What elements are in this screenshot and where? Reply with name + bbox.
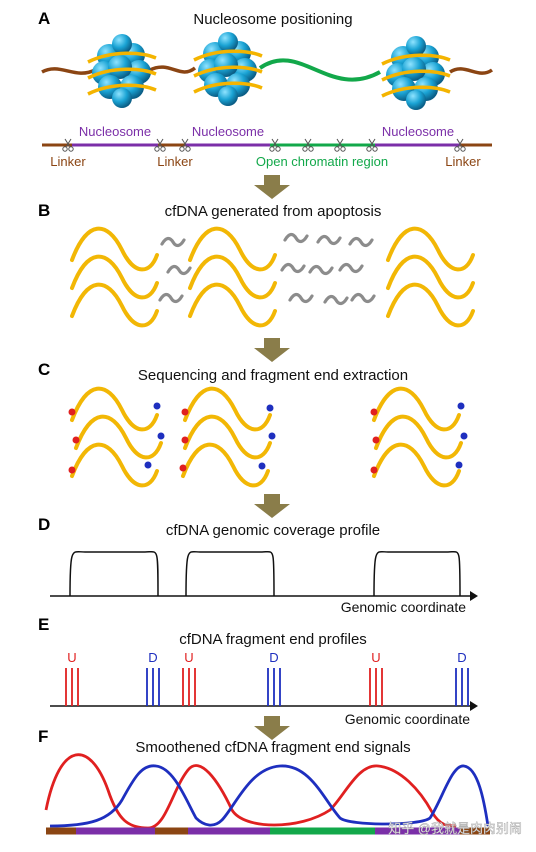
axis-label-e: Genomic coordinate <box>345 711 471 727</box>
u-end-cluster-1 <box>65 668 79 706</box>
axis-arrowhead <box>470 701 478 711</box>
u-label-2: U <box>184 650 193 665</box>
coverage-peak-2 <box>185 550 275 597</box>
d-label-1: D <box>148 650 157 665</box>
down-arrow-icon <box>254 338 290 362</box>
fragment-group-2 <box>188 226 277 328</box>
fragment-group-1 <box>70 226 159 328</box>
open-chromatin-dna <box>258 58 381 82</box>
d-end-cluster-1 <box>146 668 160 706</box>
axis-label-d: Genomic coordinate <box>341 599 467 615</box>
linker-dna-mid <box>149 65 197 74</box>
coverage-peak-3 <box>373 550 461 597</box>
u-label-1: U <box>67 650 76 665</box>
panel-c-letter: C <box>38 360 50 379</box>
d-end-cluster-3 <box>455 668 469 706</box>
panel-a-letter: A <box>38 9 50 28</box>
panel-b-letter: B <box>38 201 50 220</box>
linker-dna-left <box>41 67 96 75</box>
label-linker-2: Linker <box>157 154 193 169</box>
down-arrow-icon <box>254 175 290 199</box>
nucleosome-1 <box>86 32 158 110</box>
coverage-peak-1 <box>69 550 159 597</box>
down-arrow-icon <box>254 494 290 518</box>
watermark: 知乎 @我就是肉肉别闹 <box>388 821 522 836</box>
panel-b-title: cfDNA generated from apoptosis <box>165 203 382 220</box>
d-end-cluster-2 <box>267 668 281 706</box>
label-open-chromatin: Open chromatin region <box>256 154 388 169</box>
panel-c-title: Sequencing and fragment end extraction <box>138 367 408 384</box>
axis-arrowhead <box>470 591 478 601</box>
u-label-3: U <box>371 650 380 665</box>
panel-d-letter: D <box>38 515 50 534</box>
label-nucleosome-1: Nucleosome <box>79 124 151 139</box>
panel-d-title: cfDNA genomic coverage profile <box>166 522 380 539</box>
label-nucleosome-3: Nucleosome <box>382 124 454 139</box>
label-linker-3: Linker <box>445 154 481 169</box>
u-end-cluster-2 <box>182 668 196 706</box>
fragment-group-3 <box>386 226 475 328</box>
sequenced-fragments <box>70 386 463 488</box>
label-linker-1: Linker <box>50 154 86 169</box>
u-signal-curve <box>44 753 457 830</box>
panel-e-title: cfDNA fragment end profiles <box>179 631 367 648</box>
down-arrow-icon <box>254 716 290 740</box>
fragment-end-markers <box>68 402 468 474</box>
u-end-cluster-3 <box>369 668 383 706</box>
d-signal-curve <box>49 764 490 828</box>
d-label-2: D <box>269 650 278 665</box>
nucleosome-2 <box>192 30 264 108</box>
panel-a-title: Nucleosome positioning <box>193 11 352 28</box>
nucleosome-3 <box>380 34 452 112</box>
panel-f-title: Smoothened cfDNA fragment end signals <box>135 739 410 756</box>
d-label-3: D <box>457 650 466 665</box>
label-nucleosome-2: Nucleosome <box>192 124 264 139</box>
panel-e-letter: E <box>38 615 49 634</box>
panel-f-letter: F <box>38 727 48 746</box>
linker-dna-right <box>449 67 494 75</box>
